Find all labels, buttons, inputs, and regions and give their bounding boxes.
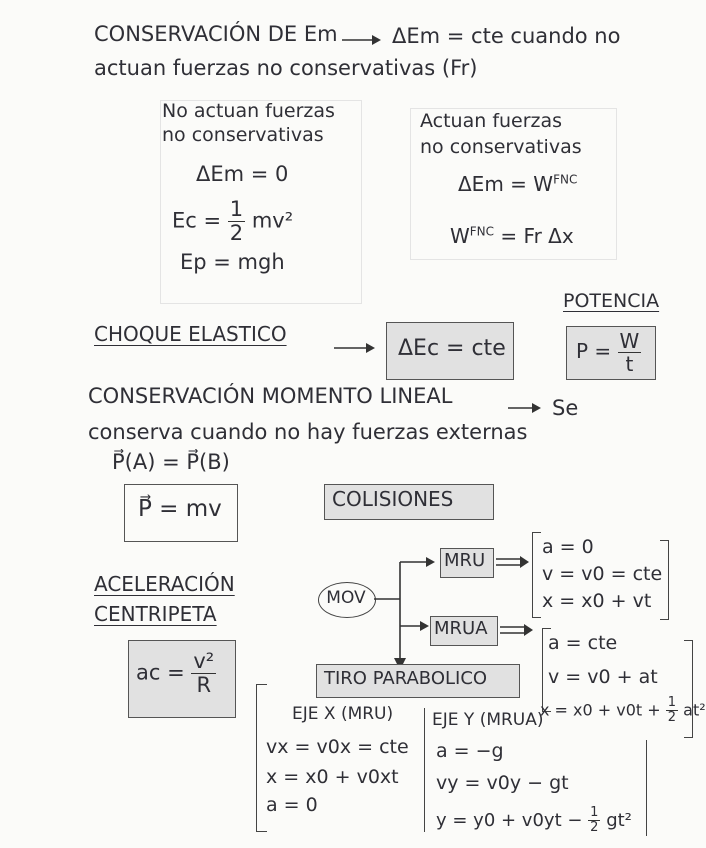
mru-bracket-left [532,532,541,618]
double-arrow-right-icon [500,624,533,636]
arrow-right-icon [342,35,381,45]
colisiones-title: COLISIONES [332,487,454,511]
mrua-eq-x-main: x = x0 + v0t + [540,700,661,720]
eje-y-eq-y-tail: gt² [606,809,632,831]
choque-title: CHOQUE ELASTICO [94,322,287,346]
fnc-sup-2: FNC [469,224,495,239]
centripeta-title-2: CENTRIPETA [94,602,217,626]
centripetal-den: R [196,673,212,698]
momento-equation: P⃗(A) = P⃗(B) [112,450,230,474]
conservation-title: CONSERVACIÓN DE Em [94,22,338,46]
mru-label: MRU [444,550,486,571]
work-fnc-formula: WFNC = Fr Δx [450,224,574,248]
mrua-eq-v: v = v0 + at [548,666,658,688]
ec-rhs: mv² [251,208,294,233]
mru-eq-v: v = v0 = cte [542,563,663,585]
mru-eq-x: x = x0 + vt [542,590,652,612]
mrua-bracket-right [684,640,693,738]
potential-energy-formula: Ep = mgh [180,250,285,274]
with-fnc-heading-2: no conservativas [420,136,582,158]
delta-em-zero: ΔEm = 0 [196,162,289,186]
tiro-title: TIRO PARABOLICO [324,668,488,689]
work-lhs: W [450,224,470,248]
tiro-divider [424,708,425,832]
momento-condition: conserva cuando no hay fuerzas externas [88,420,528,444]
mov-circle [318,582,376,618]
eje-y-eq-v: vy = v0y − gt [436,772,569,794]
mrua-label: MRUA [434,618,488,639]
arrow-right-icon [508,403,541,413]
potencia-title: POTENCIA [563,290,660,312]
panel-no-fnc [160,100,362,304]
eje-y-half-num: 1 [588,805,601,822]
momento-title: CONSERVACIÓN MOMENTO LINEAL [88,384,453,408]
mru-eq-a: a = 0 [542,536,594,558]
power-formula-box [566,326,656,380]
power-num: W [617,329,642,353]
ec-den: 2 [229,221,244,246]
power-lhs: P = [576,339,612,363]
eje-x-eq-v: vx = v0x = cte [266,736,409,758]
double-arrow-right-icon [496,556,529,568]
tiro-box [316,664,520,698]
eje-x-eq-a: a = 0 [266,794,318,816]
power-den: t [625,352,634,376]
mrua-box [430,616,498,646]
momento-result: Se [552,396,579,420]
delta-em-work-lhs: ΔEm = W [458,172,554,196]
ec-lhs: Ec = [172,208,222,233]
work-rhs: = Fr Δx [500,224,574,248]
eje-x-bracket [256,684,267,832]
centripeta-title: ACELERACIÓN [94,572,235,596]
mrua-eq-x-tail: at² [683,700,706,720]
momentum-formula-box [124,484,238,542]
centripetal-num: v² [191,649,217,675]
momentum-formula: P⃗ = mv [138,496,222,522]
mru-bracket-right [660,540,669,620]
delta-em-work: ΔEm = WFNC [458,172,577,196]
mrua-bracket-left [542,628,551,712]
colisiones-box [324,484,494,520]
eje-y-eq-y-main: y = y0 + v0yt − [436,809,583,831]
eje-x-title: EJE X (MRU) [292,704,394,724]
mrua-eq-a: a = cte [548,632,618,654]
choque-formula: ΔEc = cte [398,336,506,361]
choque-formula-box [386,322,514,380]
eje-x-eq-x: x = x0 + v0xt [266,766,399,788]
centripetal-formula-box [128,640,236,718]
ec-num: 1 [227,197,246,223]
mrua-half-num: 1 [665,695,679,712]
with-fnc-heading: Actuan fuerzas [420,110,563,132]
panel-with-fnc [410,108,617,260]
eje-y-half-den: 2 [590,820,599,836]
no-fnc-heading: No actuan fuerzas [162,100,335,122]
eje-y-title: EJE Y (MRUA) [432,710,544,730]
centripetal-lhs: ac = [136,660,185,685]
mov-label: MOV [326,588,366,608]
conservation-condition: actuan fuerzas no conservativas (Fr) [94,56,478,80]
no-fnc-heading-2: no conservativas [162,124,324,146]
arrow-right-icon [334,343,375,353]
tiro-right-border [646,740,647,836]
mru-box [440,548,494,578]
conservation-result: ΔEm = cte cuando no [392,24,621,48]
fnc-sup: FNC [553,172,578,187]
eje-y-eq-a: a = −g [436,740,504,762]
mrua-half-den: 2 [667,710,677,726]
